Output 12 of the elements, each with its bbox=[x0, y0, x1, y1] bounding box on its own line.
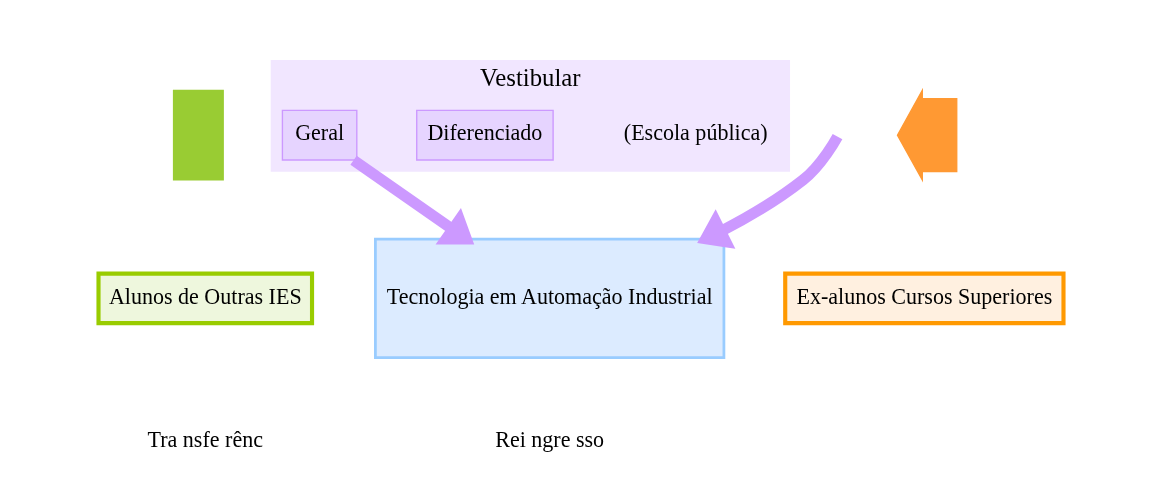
label: Tra nsfe rênc bbox=[147, 426, 263, 452]
arrow bbox=[350, 155, 475, 245]
node-bar bbox=[172, 89, 224, 181]
node-label: (Escola pública) bbox=[623, 120, 768, 146]
node-box: Ex-alunos Cursos Superiores bbox=[783, 271, 1066, 326]
node-box: Tecnologia em Automação Industrial bbox=[374, 237, 726, 359]
arrow bbox=[697, 133, 843, 249]
node-box: Diferenciado bbox=[416, 109, 554, 161]
node-box: Alunos de Outras IES bbox=[96, 271, 315, 326]
label: Rei ngre sso bbox=[495, 426, 605, 452]
node-box: Geral bbox=[281, 109, 358, 161]
node-chevron bbox=[896, 87, 958, 183]
